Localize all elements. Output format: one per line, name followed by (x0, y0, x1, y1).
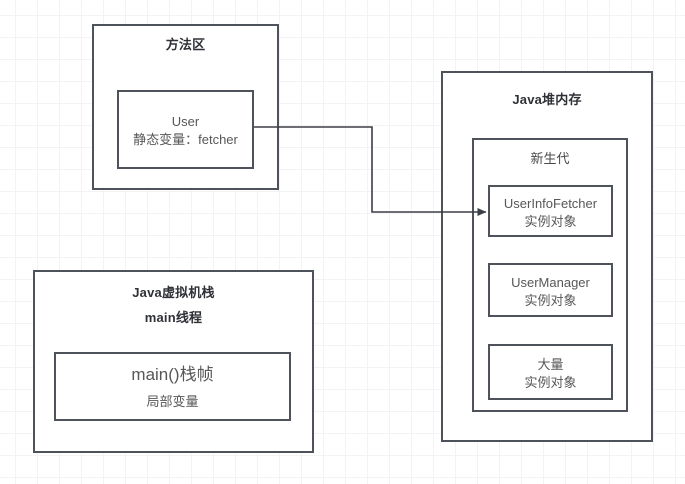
heap-object-kind: 实例对象 (524, 214, 577, 229)
jvm-stack-subtitle: main线程 (144, 310, 203, 325)
user-class-name: User (171, 114, 200, 129)
user-class-box: User 静态变量：fetcher (117, 90, 254, 169)
main-frame-box: main()栈帧 局部变量 (54, 352, 291, 421)
young-generation-title: 新生代 (530, 151, 570, 166)
heap-title: Java堆内存 (512, 92, 582, 107)
heap-object-box: UserManager 实例对象 (488, 263, 613, 317)
method-area-title: 方法区 (165, 37, 206, 52)
heap-object-name: 大量 (537, 357, 564, 372)
heap-object-kind: 实例对象 (524, 375, 577, 390)
jvm-stack-title: Java虚拟机栈 (132, 285, 215, 300)
user-class-static-field: 静态变量：fetcher (133, 132, 238, 147)
heap-object-box: UserInfoFetcher 实例对象 (488, 185, 613, 237)
heap-object-name: UserInfoFetcher (503, 196, 598, 211)
main-frame-name: main()栈帧 (131, 365, 214, 384)
main-frame-detail: 局部变量 (146, 394, 199, 409)
heap-object-box: 大量 实例对象 (488, 344, 613, 400)
heap-object-kind: 实例对象 (524, 293, 577, 308)
heap-object-name: UserManager (511, 275, 590, 290)
